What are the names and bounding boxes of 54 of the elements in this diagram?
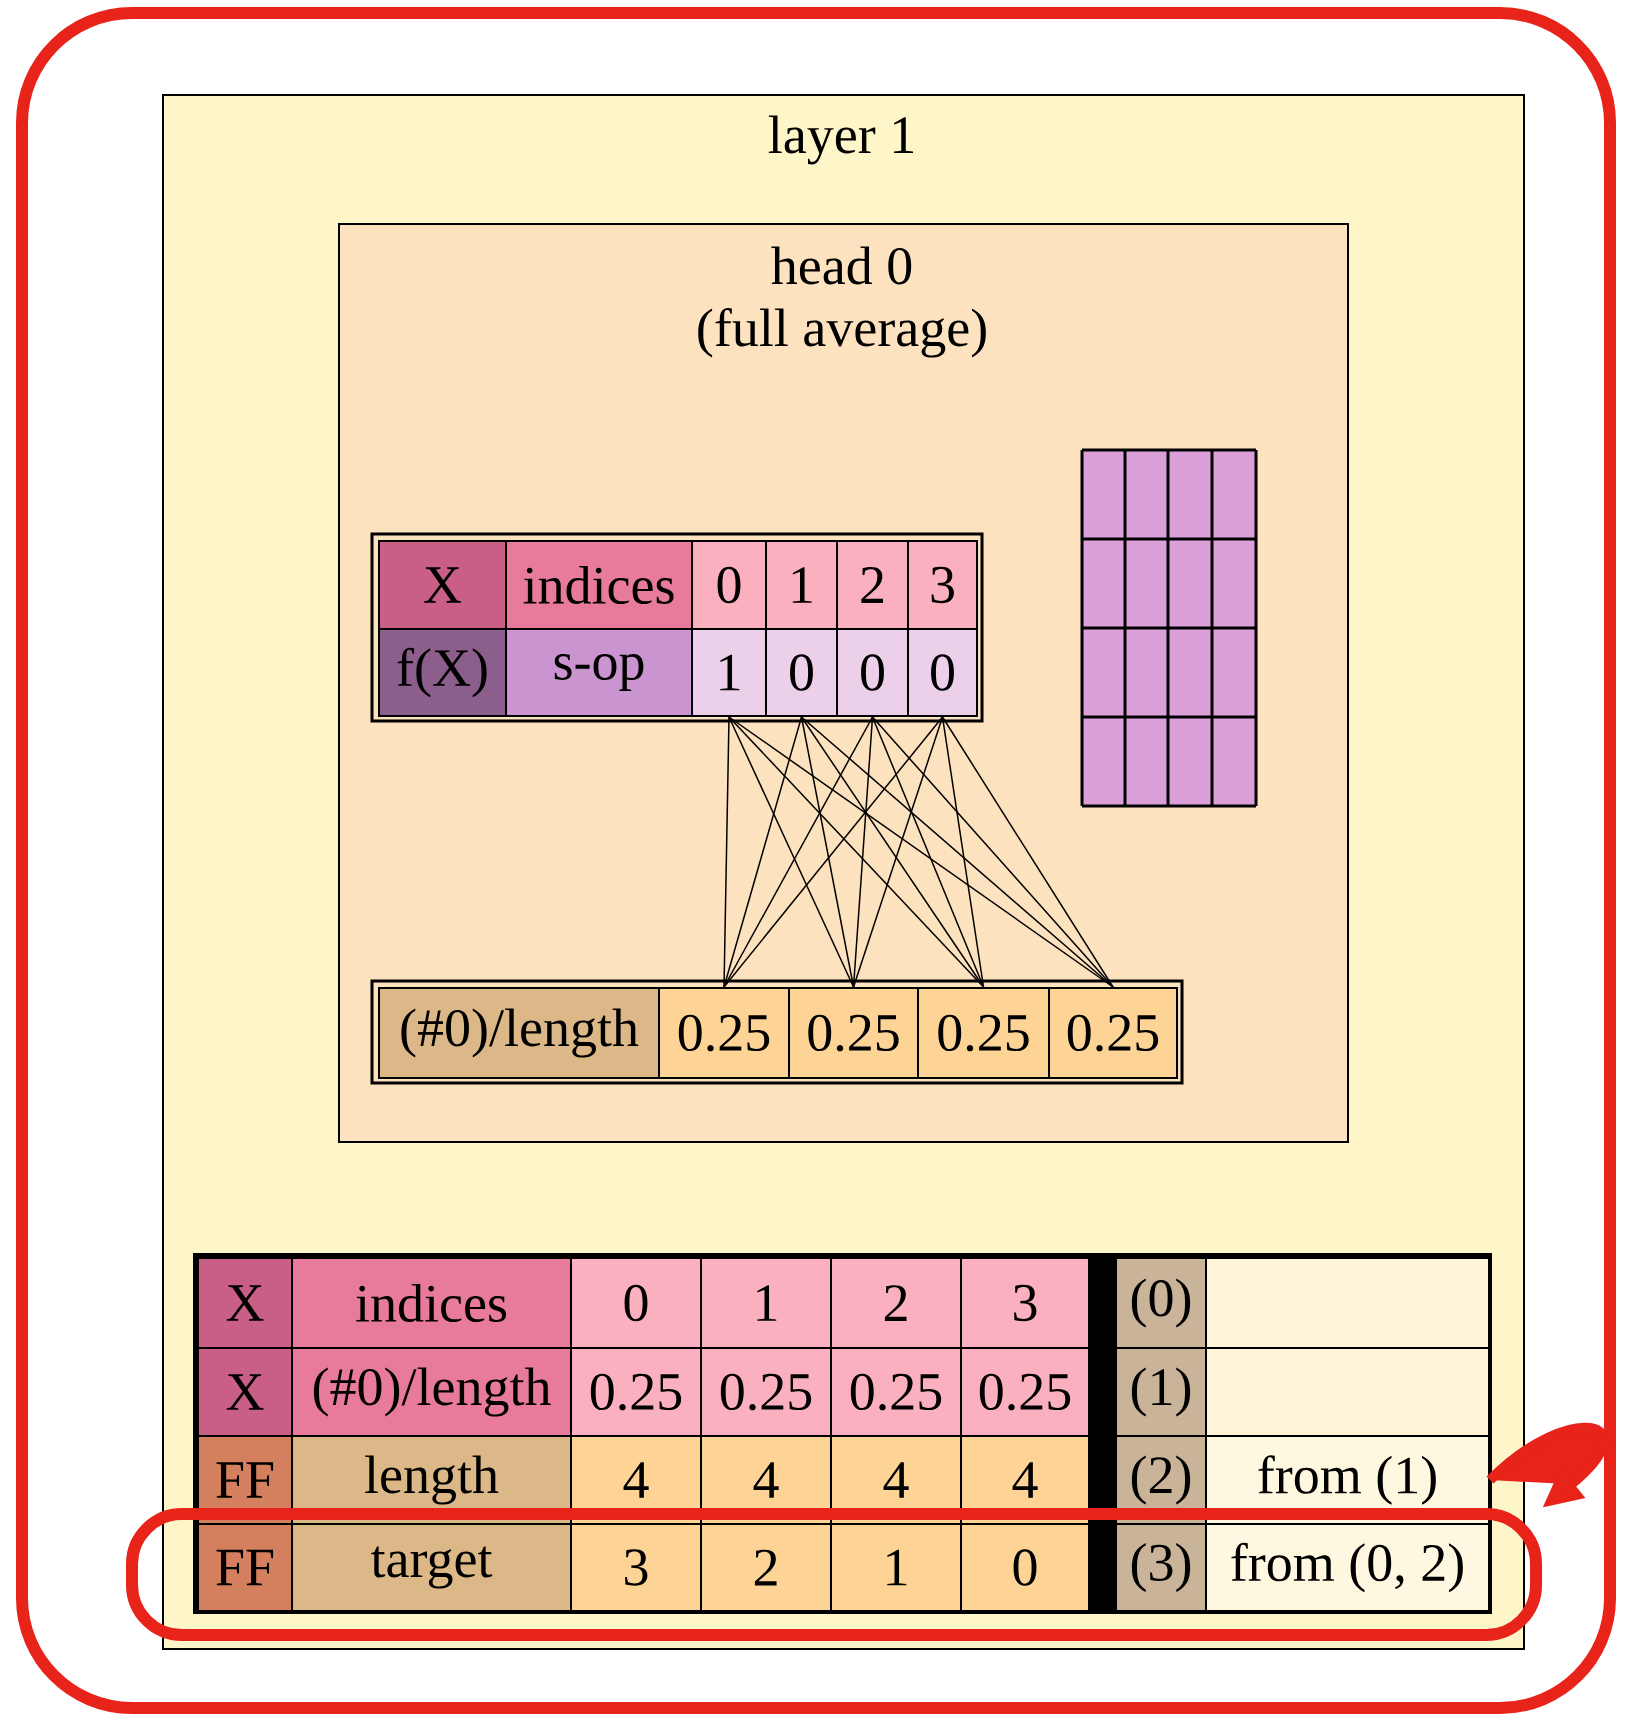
connector-line	[871, 716, 1114, 988]
table-cell: 0.25	[788, 987, 919, 1079]
table-cell: (#0)/length	[378, 987, 660, 1079]
table-cell: (0)	[1115, 1257, 1207, 1349]
table-cell: 1	[830, 1523, 962, 1612]
table-cell: (3)	[1115, 1523, 1207, 1612]
table-cell: 0.25	[658, 987, 790, 1079]
table-cell: 0	[960, 1523, 1090, 1612]
table-cell: 0.25	[917, 987, 1050, 1079]
table-cell: (1)	[1115, 1347, 1207, 1437]
table-cell: 0	[691, 540, 767, 630]
table-cell: (#0)/length	[291, 1347, 572, 1437]
table-cell: 2	[700, 1523, 832, 1612]
connector-line	[800, 716, 855, 988]
table-cell: 0.25	[700, 1347, 832, 1437]
table-cell: from (0, 2)	[1205, 1523, 1490, 1612]
table-cell: 3	[960, 1257, 1090, 1349]
table-cell: 0	[836, 628, 909, 717]
connector-line	[852, 716, 874, 988]
table-cell: f(X)	[378, 628, 507, 717]
connector-line	[800, 716, 1114, 988]
table-cell: X	[197, 1257, 293, 1349]
table-cell: target	[291, 1523, 572, 1612]
connector-line	[941, 716, 1114, 988]
table-cell: 1	[765, 540, 838, 630]
table-cell: 3	[907, 540, 978, 630]
table-cell: 0.25	[830, 1347, 962, 1437]
highlight-box	[126, 1508, 1542, 1641]
table-cell: 0	[570, 1257, 702, 1349]
table-cell: s-op	[505, 628, 693, 717]
table-cell: 1	[700, 1257, 832, 1349]
table-cell: X	[378, 540, 507, 630]
table-cell: 1	[691, 628, 767, 717]
table-cell: indices	[505, 540, 693, 630]
table-cell: 2	[836, 540, 909, 630]
table-cell: 0.25	[1048, 987, 1178, 1079]
table-cell: 0	[907, 628, 978, 717]
connector-line	[800, 716, 985, 988]
connector-line	[723, 716, 803, 988]
connector-line	[871, 716, 985, 988]
connector-line	[941, 716, 985, 988]
connector-line	[728, 716, 855, 988]
table-cell: 0	[765, 628, 838, 717]
table-cell: 0.25	[570, 1347, 702, 1437]
connector-line	[723, 716, 944, 988]
table-cell: X	[197, 1347, 293, 1437]
table-cell: indices	[291, 1257, 572, 1349]
table-cell: 2	[830, 1257, 962, 1349]
table-cell: FF	[197, 1523, 293, 1612]
table-cell: 3	[570, 1523, 702, 1612]
table-cell: 0.25	[960, 1347, 1090, 1437]
connector-line	[728, 716, 985, 988]
connector-line	[852, 716, 944, 988]
connector-line	[723, 716, 730, 988]
